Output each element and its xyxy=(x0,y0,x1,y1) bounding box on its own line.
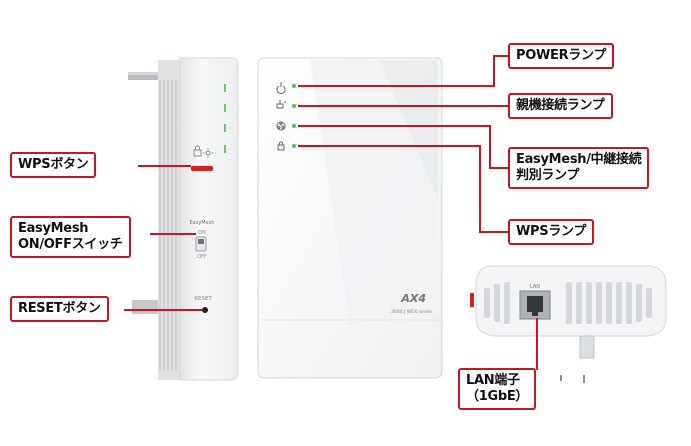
callout-reset-text: RESETボタン xyxy=(18,301,101,316)
wps-lamp-icon xyxy=(277,141,285,151)
port-label: LAN xyxy=(530,284,540,290)
callout-lan-port: LAN端子 （1GbE） xyxy=(458,368,537,410)
callout-wps-button: WPSボタン xyxy=(10,152,97,178)
callout-lan-text-1: LAN端子 xyxy=(466,373,520,388)
callout-wps-lamp: WPSランプ xyxy=(508,219,595,245)
leader-lines xyxy=(124,55,538,370)
brand-logo: AX4 xyxy=(400,292,426,305)
callout-switch-text-2: ON/OFFスイッチ xyxy=(18,237,123,252)
wps-button-part[interactable] xyxy=(191,166,213,171)
callout-easymesh-text-1: EasyMesh/中継接続 xyxy=(516,152,642,167)
wps-sun-icon xyxy=(203,148,213,158)
callout-lan-text-2: （1GbE） xyxy=(466,389,529,404)
callout-easymesh-switch: EasyMesh ON/OFFスイッチ xyxy=(10,216,131,258)
callout-wps-button-text: WPSボタン xyxy=(18,157,89,172)
callout-reset-button: RESETボタン xyxy=(10,296,109,322)
easymesh-lamp xyxy=(291,123,297,129)
wps-icon xyxy=(193,145,202,157)
wps-lamp xyxy=(291,143,297,149)
parent-link-lamp xyxy=(291,103,297,109)
reset-button-hole[interactable] xyxy=(202,307,208,313)
callout-parent-text: 親機接続ランプ xyxy=(516,98,605,113)
callout-power-lamp: POWERランプ xyxy=(508,43,615,69)
power-icon xyxy=(276,82,286,94)
reset-side-label: RESET xyxy=(194,296,212,302)
plug-prong-top xyxy=(128,72,160,80)
callout-wps-lamp-text: WPSランプ xyxy=(516,224,587,239)
callout-power-text: POWERランプ xyxy=(516,48,607,63)
parent-link-icon xyxy=(276,100,286,109)
side-view: EasyMesh ON OFF RESET xyxy=(128,57,239,381)
bottom-view: LAN xyxy=(470,265,667,383)
callout-easymesh-text-2: 判別ランプ xyxy=(516,168,580,183)
callout-easymesh-lamp: EasyMesh/中継接続 判別ランプ xyxy=(508,147,650,189)
side-body xyxy=(179,57,239,381)
model-text: 3000 | WEX series xyxy=(391,309,433,315)
vent-slots xyxy=(484,282,652,324)
mesh-icon xyxy=(276,121,286,131)
plug-base xyxy=(132,300,162,314)
callout-switch-text-1: EasyMesh xyxy=(18,221,89,236)
power-lamp xyxy=(291,83,297,89)
switch-off-label: OFF xyxy=(197,254,207,260)
easymesh-side-label: EasyMesh xyxy=(190,220,215,226)
callout-parent-lamp: 親機接続ランプ xyxy=(508,93,613,119)
switch-on-label: ON xyxy=(198,230,206,236)
